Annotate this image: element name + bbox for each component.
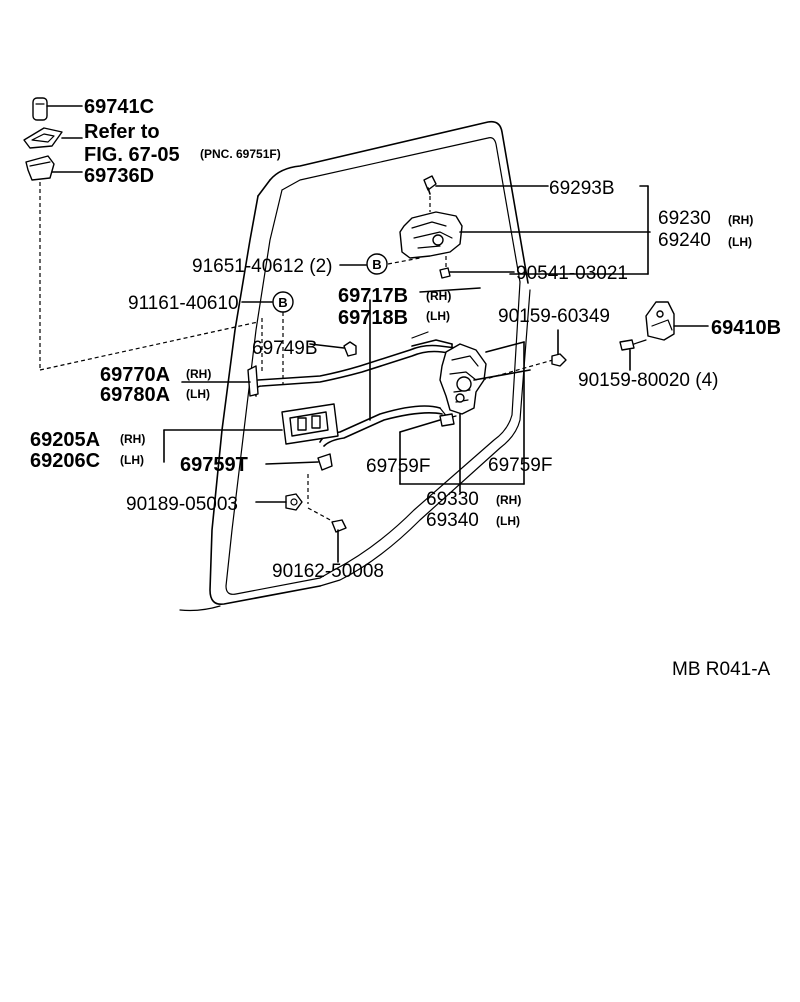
lock-assy-69230 — [399, 185, 651, 275]
clip-69759f-a — [399, 413, 525, 485]
nut-90189 — [255, 474, 335, 523]
callout-b-lower: B — [241, 291, 294, 384]
label-69770a: 69770A — [100, 364, 170, 386]
label-69293b: 69293B — [549, 178, 615, 199]
rod-lower — [319, 405, 457, 447]
link-69749b — [309, 341, 357, 357]
label-91161: 91161-40610 — [128, 293, 239, 314]
label-69718b: 69718B — [338, 307, 408, 329]
label-fig: FIG. 67-05 — [84, 144, 180, 166]
clip-69759t — [265, 453, 333, 471]
grommet-69736d — [25, 155, 259, 371]
labels: 69741C Refer to FIG. 67-05 (PNC. 69751F)… — [30, 96, 781, 680]
inside-handle-69205a — [163, 403, 339, 463]
label-69759f-b: 69759F — [488, 455, 552, 476]
striker-69410b — [645, 301, 709, 341]
label-69230: 69230 — [658, 208, 711, 229]
label-69717b: 69717B — [338, 285, 408, 307]
label-69736d: 69736D — [84, 165, 154, 187]
screw-90159-60349 — [551, 329, 567, 367]
lock-rod-69770a — [181, 365, 259, 397]
label-91651: 91651-40612 (2) — [192, 256, 333, 277]
label-69717b-rh: (RH) — [426, 289, 451, 303]
label-69759t: 69759T — [180, 454, 248, 476]
label-69770a-rh: (RH) — [186, 367, 211, 381]
label-90541: 90541-03021 — [516, 263, 628, 284]
label-69780a-lh: (LH) — [186, 387, 210, 401]
label-ref-code: MB R041-A — [672, 659, 771, 680]
bezel-ref-part — [23, 127, 83, 149]
label-90159-60349: 90159-60349 — [498, 306, 610, 327]
callout-b-label: B — [372, 257, 381, 272]
callout-b-upper: B — [339, 253, 421, 275]
label-69330-rh: (RH) — [496, 493, 521, 507]
label-69230-rh: (RH) — [728, 213, 753, 227]
bracket-69293b — [423, 175, 549, 195]
label-refer-to: Refer to — [84, 121, 160, 143]
label-pnc: (PNC. 69751F) — [200, 147, 281, 161]
label-69205a: 69205A — [30, 429, 100, 451]
label-90162: 90162-50008 — [272, 561, 384, 582]
label-69780a: 69780A — [100, 384, 170, 406]
label-69330: 69330 — [426, 489, 479, 510]
clip-69759f-b — [485, 341, 525, 485]
label-90159-80020: 90159-80020 (4) — [578, 370, 719, 391]
label-69206c: 69206C — [30, 450, 100, 472]
label-69759f-a: 69759F — [366, 456, 430, 477]
door-outline — [179, 120, 531, 612]
screw-90541 — [439, 267, 515, 279]
label-69749b: 69749B — [252, 338, 318, 359]
label-69340: 69340 — [426, 510, 479, 531]
screw-90159-80020 — [619, 339, 647, 371]
label-69340-lh: (LH) — [496, 514, 520, 528]
label-69206c-lh: (LH) — [120, 453, 144, 467]
label-69718b-lh: (LH) — [426, 309, 450, 323]
label-69205a-rh: (RH) — [120, 432, 145, 446]
screw-90162 — [331, 519, 347, 563]
label-69741c: 69741C — [84, 96, 154, 118]
label-90189: 90189-05003 — [126, 494, 238, 515]
door-lock-69330 — [439, 343, 531, 493]
label-69240: 69240 — [658, 230, 711, 251]
callout-b-label-2: B — [278, 295, 287, 310]
knob-69741c — [32, 97, 83, 121]
label-69240-lh: (LH) — [728, 235, 752, 249]
label-69410b: 69410B — [711, 317, 781, 339]
